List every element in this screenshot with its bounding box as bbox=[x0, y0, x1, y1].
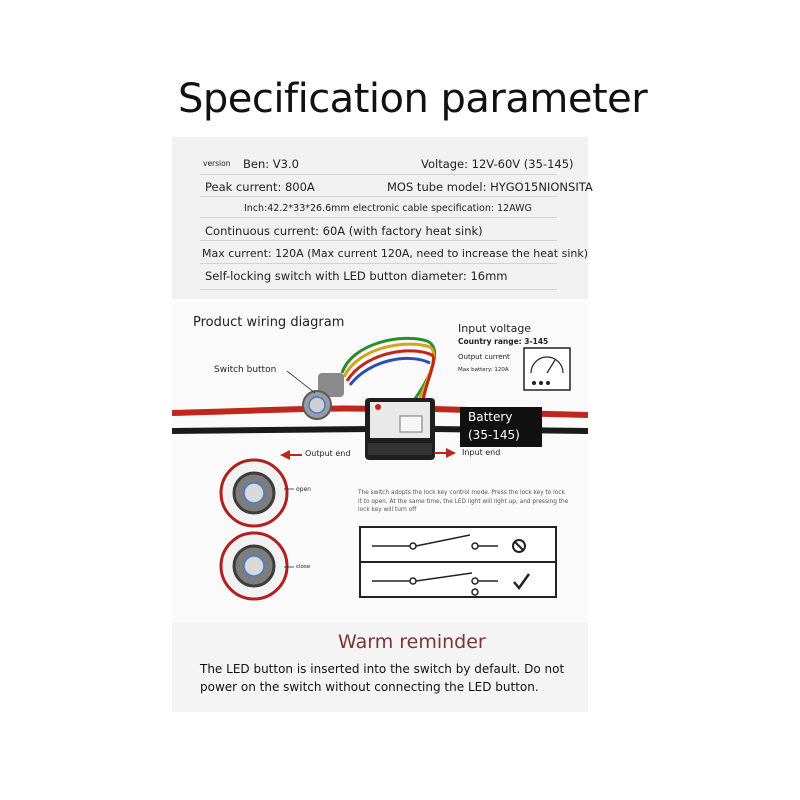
continuous-current-spec: Continuous current: 60A (with factory he… bbox=[205, 224, 483, 238]
peak-current-spec: Peak current: 800A bbox=[205, 180, 315, 194]
wiring-illustration bbox=[172, 336, 588, 601]
max-battery-label: Max battery: 120A bbox=[458, 367, 509, 373]
spec-panel: version Ben: V3.0 Voltage: 12V-60V (35-1… bbox=[172, 137, 593, 299]
signal-wires bbox=[340, 336, 437, 408]
close-switch-photo bbox=[219, 531, 289, 601]
voltage-spec: Voltage: 12V-60V (35-145) bbox=[421, 157, 574, 171]
output-current-label: Output current bbox=[458, 353, 510, 361]
reminder-line-1: The LED button is inserted into the swit… bbox=[200, 662, 565, 676]
warm-reminder-heading: Warm reminder bbox=[338, 631, 486, 653]
version-label: version bbox=[203, 159, 231, 168]
size-spec: Inch:42.2*33*26.6mm electronic cable spe… bbox=[244, 203, 532, 214]
switch-note: The switch adopts the lock key control m… bbox=[358, 490, 569, 513]
wiring-heading: Product wiring diagram bbox=[193, 315, 345, 330]
gauge-icon bbox=[523, 347, 571, 391]
open-label: open bbox=[296, 486, 311, 493]
mos-model-spec: MOS tube model: HYGO15NIONSITA bbox=[387, 180, 593, 194]
output-arrow-icon bbox=[280, 450, 302, 460]
battery-label: Battery bbox=[468, 410, 513, 424]
version-value: Ben: V3.0 bbox=[243, 157, 299, 171]
switch-schematic bbox=[359, 526, 557, 598]
open-switch-photo bbox=[219, 458, 289, 528]
input-end-label: Input end bbox=[462, 448, 501, 457]
switch-button-label: Switch button bbox=[214, 365, 277, 375]
battery-range-label: (35-145) bbox=[468, 428, 520, 442]
switch-spec: Self-locking switch with LED button diam… bbox=[205, 269, 508, 283]
max-current-spec: Max current: 120A (Max current 120A, nee… bbox=[202, 247, 589, 260]
reminder-line-2: power on the switch without connecting t… bbox=[200, 680, 539, 694]
switch-button-illustration bbox=[302, 373, 344, 420]
input-arrow-icon bbox=[434, 448, 456, 458]
battery-box bbox=[460, 407, 542, 447]
country-range-label: Country range: 3-145 bbox=[458, 337, 549, 346]
input-voltage-label: Input voltage bbox=[458, 322, 532, 335]
page-title: Specification parameter bbox=[178, 76, 648, 122]
close-label: close bbox=[296, 564, 311, 570]
output-end-label: Output end bbox=[305, 449, 351, 458]
warm-reminder-panel: Warm reminder The LED button is inserted… bbox=[172, 622, 588, 712]
controller-board bbox=[365, 398, 435, 460]
wiring-diagram-panel: Product wiring diagram bbox=[172, 303, 588, 621]
